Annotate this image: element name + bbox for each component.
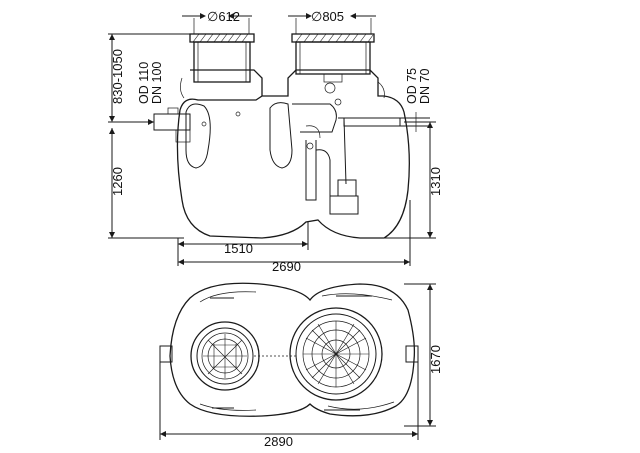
outlet-dn-label: DN 70: [418, 69, 432, 104]
height-dimension-left: 830-1050 1260 OD 110 DN 100: [108, 33, 190, 239]
width-total-label: 2690: [272, 259, 301, 274]
plan-view: 1670 2890: [159, 282, 443, 449]
plan-width-label: 2890: [264, 434, 293, 449]
plan-outline: [159, 282, 419, 417]
tank-internals: [153, 107, 401, 215]
right-shaft: [291, 33, 375, 83]
inlet-dn-label: DN 100: [150, 62, 164, 104]
inlet-od-label: OD 110: [137, 62, 151, 104]
diameter-left-label: ∅612: [207, 9, 240, 24]
diameter-right-label: ∅805: [311, 9, 344, 24]
diameter-dimension-right: ∅805: [288, 9, 376, 34]
manhole-cover-left: [190, 321, 260, 391]
side-elevation-view: ∅612 ∅805: [108, 9, 443, 274]
height-range-label: 830-1050: [110, 49, 125, 104]
diameter-dimension-left: ∅612: [182, 9, 252, 34]
width-dimensions: 1510 2690: [177, 200, 411, 274]
left-shaft: [189, 33, 255, 83]
plan-width-dimension: 2890: [159, 362, 419, 449]
plan-depth-label: 1670: [428, 345, 443, 374]
width-inner-label: 1510: [224, 241, 253, 256]
depth-left-label: 1260: [110, 167, 125, 196]
depth-right-label: 1310: [428, 167, 443, 196]
tank-body: [176, 69, 410, 239]
outlet-od-label: OD 75: [405, 68, 419, 104]
plan-depth-dimension: 1670: [404, 283, 443, 427]
manhole-cover-right: [289, 307, 383, 401]
height-dimension-right: 1310 OD 75 DN 70: [384, 68, 443, 239]
